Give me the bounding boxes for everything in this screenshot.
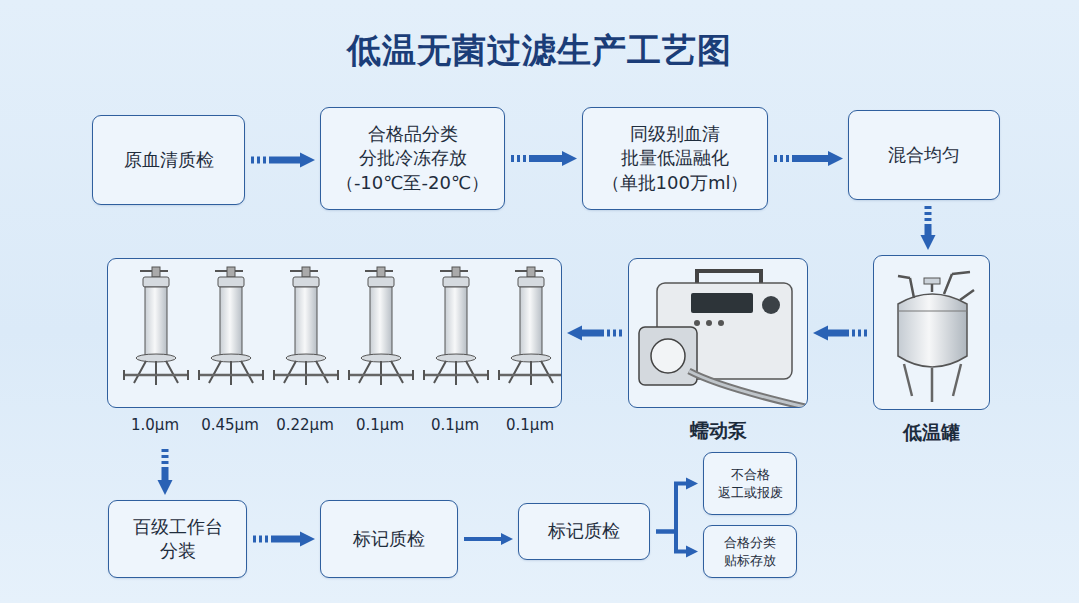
filter-housing [124,267,188,385]
flow-arrow [656,484,686,532]
box-text: 原血清质检 [124,148,214,172]
tank-leg [953,364,961,396]
equipment-frame [873,255,990,410]
tank-leg [931,368,934,402]
pump-rotor [651,339,685,373]
flow-arrow [251,157,300,164]
tank-leg [904,364,912,396]
equipment-frame [107,258,562,408]
pump-tube [689,371,805,407]
box-text: 同级别血清 批量低温融化 （单批100万ml） [593,122,757,195]
tank-body [898,294,967,367]
flow-arrow [582,330,622,337]
tank-rim [898,311,967,312]
pump-display [691,293,753,313]
tank-illustration [874,256,990,410]
equipment-node: 蠕动泵 [628,258,808,443]
pore-size-label: 0.22μm [269,416,341,434]
box-text: 标记质检 [548,519,620,543]
pore-size-label: 1.0μm [119,416,191,434]
flow-arrow [925,206,932,235]
process-box: 百级工作台 分装 [108,500,247,578]
pore-size-label: 0.1μm [494,416,566,434]
process-box: 标记质检 [320,500,458,578]
process-box: 标记质检 [518,503,650,560]
flow-arrow [253,536,300,543]
filter-illustration [108,259,562,408]
filter-housing [424,267,488,385]
flow-arrow [464,537,501,541]
box-text: 百级工作台 分装 [119,515,236,564]
box-text: 混合均匀 [888,143,960,167]
flow-arrow [774,155,828,162]
equipment-node: 低温罐 [873,255,990,447]
process-box: 不合格 返工或报废 [703,452,797,515]
process-box: 混合均匀 [848,110,1000,200]
equipment-label: 低温罐 [873,420,990,446]
tank-pipes [898,272,974,300]
box-text: 标记质检 [353,527,425,551]
flow-arrow [828,330,867,337]
filter-housing [274,267,338,385]
flow-arrow [656,532,686,552]
pump-button [706,320,712,326]
equipment-label: 蠕动泵 [628,418,808,444]
equipment-frame [628,258,808,408]
flow-arrow [511,155,562,162]
pump-button [694,320,700,326]
pump-button [718,320,724,326]
box-text: 合格品分类 分批冷冻存放 （-10℃至-20℃） [331,122,494,195]
filter-housing [349,267,413,385]
pump-head [639,327,697,385]
pump-knob [762,296,780,314]
pump-illustration [629,259,808,408]
pore-size-label: 0.45μm [194,416,266,434]
pump-tube [689,371,805,407]
box-text: 合格分类 贴标存放 [714,534,786,569]
page-title: 低温无菌过滤生产工艺图 [0,28,1079,74]
process-box: 合格分类 贴标存放 [703,525,797,578]
equipment-node: 1.0μm0.45μm0.22μm0.1μm0.1μm0.1μm [107,258,562,443]
process-box: 原血清质检 [92,115,245,205]
pore-size-label: 0.1μm [344,416,416,434]
flow-arrow [162,449,169,480]
process-box: 同级别血清 批量低温融化 （单批100万ml） [582,107,768,210]
tank-hatch [924,278,940,284]
filter-housing [499,267,562,385]
filter-housing [199,267,263,385]
box-text: 不合格 返工或报废 [714,466,786,501]
pore-size-label: 0.1μm [419,416,491,434]
process-box: 合格品分类 分批冷冻存放 （-10℃至-20℃） [320,107,505,210]
